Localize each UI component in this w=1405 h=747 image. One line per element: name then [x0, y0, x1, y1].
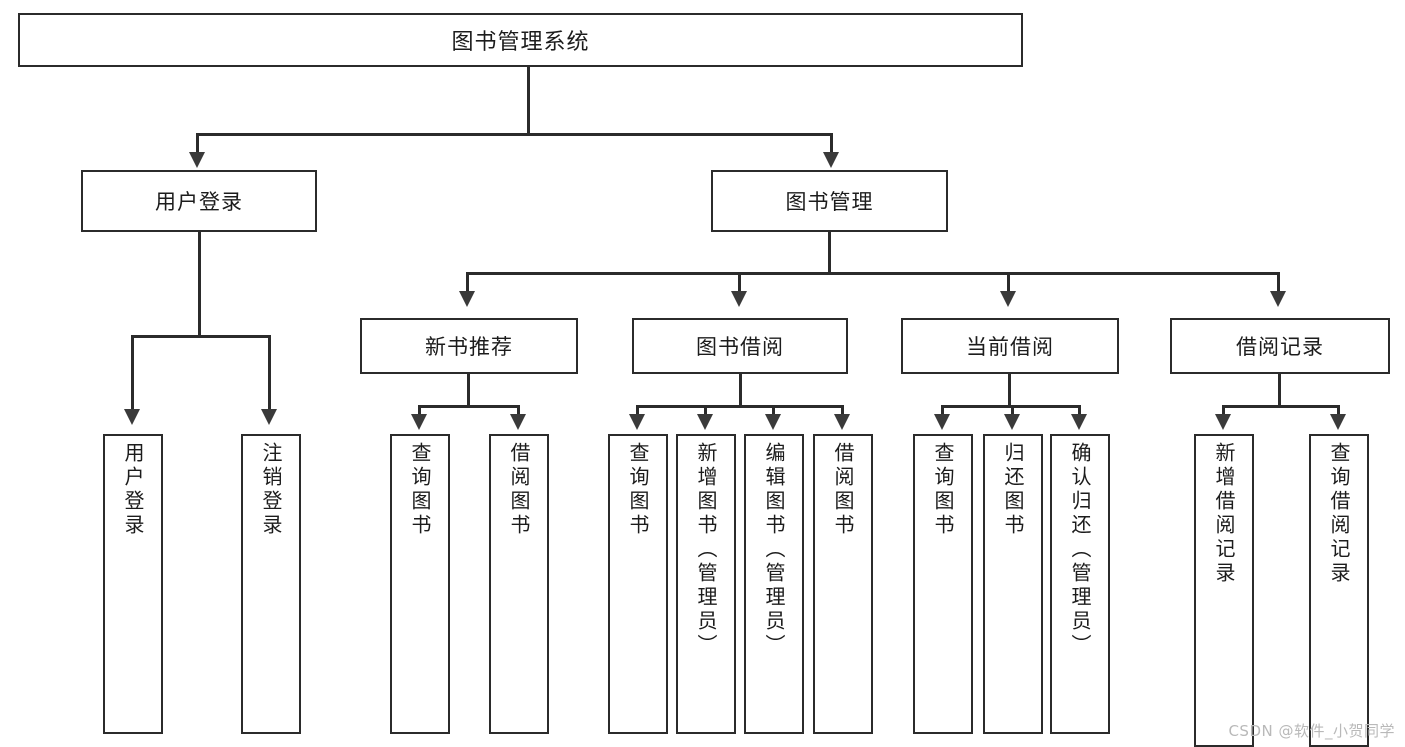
node-book-management[interactable]: 图书管理	[711, 170, 948, 232]
connector-user-login-stem	[198, 232, 201, 338]
connector-borrow-record-child-2	[1337, 405, 1340, 417]
connector-user-login-bus	[131, 335, 270, 338]
connector-current-borrow-stem	[1008, 374, 1011, 408]
arrow-to-user-login	[189, 152, 205, 168]
connector-to-current-borrow	[1007, 272, 1010, 294]
arrow-to-book-management	[823, 152, 839, 168]
leaf-current-borrow-confirm-return[interactable]: 确认归还（管理员）	[1050, 434, 1110, 734]
node-label: 新书推荐	[425, 335, 513, 359]
leaf-label: 归还图书	[1001, 442, 1025, 538]
arrow-user-login-child-2	[261, 409, 277, 425]
leaf-book-borrow-add[interactable]: 新增图书（管理员）	[676, 434, 736, 734]
connector-new-book-child-2	[517, 405, 520, 417]
leaf-label: 新增借阅记录	[1212, 442, 1236, 586]
connector-to-new-book	[466, 272, 469, 294]
connector-current-borrow-child-2	[1011, 405, 1014, 417]
arrow-current-borrow-child-1	[934, 414, 950, 430]
connector-current-borrow-child-3	[1078, 405, 1081, 417]
leaf-label: 查询借阅记录	[1327, 442, 1351, 586]
arrow-to-new-book	[459, 291, 475, 307]
leaf-current-borrow-return[interactable]: 归还图书	[983, 434, 1043, 734]
connector-book-management-bus	[466, 272, 1280, 275]
node-current-borrow[interactable]: 当前借阅	[901, 318, 1119, 374]
leaf-borrow-record-add[interactable]: 新增借阅记录	[1194, 434, 1254, 747]
connector-to-borrow-record	[1277, 272, 1280, 294]
connector-to-user-login	[196, 133, 199, 155]
connector-root-bus	[196, 133, 833, 136]
connector-current-borrow-child-1	[941, 405, 944, 417]
leaf-label: 新增图书（管理员）	[694, 442, 718, 658]
leaf-new-book-query[interactable]: 查询图书	[390, 434, 450, 734]
connector-root-stem	[527, 67, 530, 135]
leaf-book-borrow-edit[interactable]: 编辑图书（管理员）	[744, 434, 804, 734]
leaf-book-borrow-query[interactable]: 查询图书	[608, 434, 668, 734]
connector-book-borrow-child-3	[772, 405, 775, 417]
leaf-book-borrow-borrow[interactable]: 借阅图书	[813, 434, 873, 734]
arrow-to-borrow-record	[1270, 291, 1286, 307]
leaf-label: 编辑图书（管理员）	[762, 442, 786, 658]
connector-to-book-management	[830, 133, 833, 155]
connector-book-borrow-bus	[636, 405, 844, 408]
arrow-to-book-borrow	[731, 291, 747, 307]
arrow-borrow-record-child-2	[1330, 414, 1346, 430]
node-book-borrow[interactable]: 图书借阅	[632, 318, 848, 374]
node-new-book-recommend[interactable]: 新书推荐	[360, 318, 578, 374]
connector-user-login-child-1	[131, 335, 134, 412]
leaf-label: 查询图书	[408, 442, 432, 538]
leaf-label: 查询图书	[931, 442, 955, 538]
connector-book-borrow-child-1	[636, 405, 639, 417]
connector-current-borrow-bus	[941, 405, 1080, 408]
leaf-user-login-login[interactable]: 用户登录	[103, 434, 163, 734]
leaf-label: 借阅图书	[831, 442, 855, 538]
node-borrow-record[interactable]: 借阅记录	[1170, 318, 1390, 374]
arrow-current-borrow-child-2	[1004, 414, 1020, 430]
arrow-borrow-record-child-1	[1215, 414, 1231, 430]
connector-new-book-bus	[418, 405, 520, 408]
leaf-label: 确认归还（管理员）	[1068, 442, 1092, 658]
node-label: 用户登录	[155, 190, 243, 214]
arrow-new-book-child-1	[411, 414, 427, 430]
connector-user-login-child-2	[268, 335, 271, 412]
connector-book-borrow-child-4	[841, 405, 844, 417]
connector-book-management-stem	[828, 232, 831, 274]
watermark-text: CSDN @软件_小贺同学	[1228, 722, 1395, 740]
leaf-label: 用户登录	[121, 442, 145, 538]
connector-book-borrow-stem	[739, 374, 742, 408]
leaf-current-borrow-query[interactable]: 查询图书	[913, 434, 973, 734]
arrow-user-login-child-1	[124, 409, 140, 425]
leaf-label: 借阅图书	[507, 442, 531, 538]
connector-borrow-record-stem	[1278, 374, 1281, 408]
connector-new-book-stem	[467, 374, 470, 408]
leaf-borrow-record-query[interactable]: 查询借阅记录	[1309, 434, 1369, 747]
arrow-to-current-borrow	[1000, 291, 1016, 307]
arrow-new-book-child-2	[510, 414, 526, 430]
leaf-label: 注销登录	[259, 442, 283, 538]
connector-borrow-record-child-1	[1222, 405, 1225, 417]
node-label: 图书管理系统	[451, 30, 590, 55]
leaf-label: 查询图书	[626, 442, 650, 538]
arrow-current-borrow-child-3	[1071, 414, 1087, 430]
node-label: 借阅记录	[1236, 335, 1324, 359]
node-root-book-management-system[interactable]: 图书管理系统	[18, 13, 1023, 67]
arrow-book-borrow-child-3	[765, 414, 781, 430]
node-label: 当前借阅	[966, 335, 1054, 359]
connector-borrow-record-bus	[1222, 405, 1339, 408]
arrow-book-borrow-child-2	[697, 414, 713, 430]
leaf-new-book-borrow[interactable]: 借阅图书	[489, 434, 549, 734]
arrow-book-borrow-child-1	[629, 414, 645, 430]
node-label: 图书管理	[785, 190, 874, 214]
leaf-user-login-logout[interactable]: 注销登录	[241, 434, 301, 734]
connector-new-book-child-1	[418, 405, 421, 417]
node-label: 图书借阅	[696, 335, 784, 359]
arrow-book-borrow-child-4	[834, 414, 850, 430]
node-user-login[interactable]: 用户登录	[81, 170, 317, 232]
connector-book-borrow-child-2	[704, 405, 707, 417]
connector-to-book-borrow	[738, 272, 741, 294]
